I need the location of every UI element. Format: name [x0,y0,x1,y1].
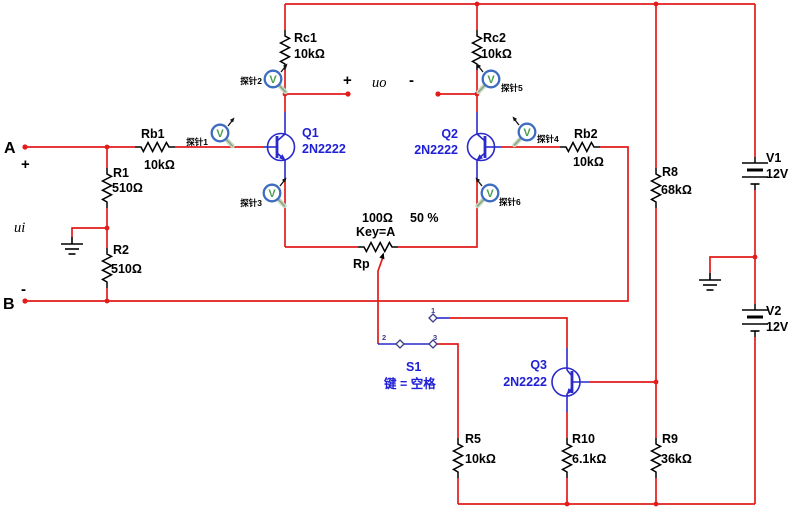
rp-wiper-arrow [379,252,385,260]
r5-value: 10kΩ [465,452,496,466]
r1-value: 510Ω [112,181,143,195]
s1-pin1-number: 1 [431,306,435,315]
v1-value: 12V [766,167,789,181]
r5-ref: R5 [465,432,481,446]
wire-rp-right[interactable] [398,179,478,248]
rc2-ref: Rc2 [483,31,506,45]
q3-collector-lead [566,369,573,377]
junction-dot [104,144,110,150]
q1-part: 2N2222 [302,142,346,156]
v2-value: 12V [766,320,789,334]
q2-ref: Q2 [441,127,458,141]
rb1-ref: Rb1 [141,127,165,141]
wires-blue [284,112,568,412]
s1-key: 键 = 空格 [383,376,436,391]
junction-dot [564,501,570,507]
junction-dot [104,225,110,231]
junction-dot [752,254,758,260]
r2-value: 510Ω [111,262,142,276]
junction-dot [653,379,659,385]
input-minus-sign: - [21,281,26,298]
rc2-value: 10kΩ [481,47,512,61]
terminal-a-dot[interactable] [22,144,28,150]
s1-pin3-number: 3 [433,333,437,342]
uo-plus-sign: + [343,72,352,89]
wire-rp-wiper[interactable] [377,256,384,344]
terminal-b-dot[interactable] [22,298,28,304]
rc1-ref: Rc1 [294,31,317,45]
junction-dot [653,1,659,7]
uo-minus-sign: - [409,72,414,89]
q3-ref: Q3 [530,358,547,372]
q2-collector-lead [476,133,486,142]
junction-dot [104,298,110,304]
wire-s1-to-q3[interactable] [449,317,568,348]
wire-s1-to-r5[interactable] [437,343,459,438]
rb1-value: 10kΩ [144,158,175,172]
input-plus-sign: + [21,156,30,173]
wire-input-b[interactable] [25,146,629,302]
probe-1-label: 探针1 [186,137,208,147]
r8-ref: R8 [662,165,678,179]
q2-emitter-arrow [476,154,483,161]
q1-emitter-arrow [279,154,286,161]
probe-4-label: 探针4 [537,134,559,144]
r10-ref: R10 [572,432,595,446]
transistor-q1[interactable] [263,132,296,162]
terminal-b-label: B [3,296,15,313]
probe-3-label: 探针3 [240,198,262,208]
probe-2-label: 探针2 [240,76,262,86]
s1-pin2-number: 2 [382,333,386,342]
r9-value: 36kΩ [661,452,692,466]
junction-dot [474,1,480,7]
rp-ref: Rp [353,257,370,271]
r9-ref: R9 [662,432,678,446]
labels: A + B - ui + uo - Rc1 10kΩ Rc2 10kΩ Rb1 … [3,31,789,466]
v1-ref: V1 [766,151,781,165]
r1-ref: R1 [113,166,129,180]
q3-part: 2N2222 [503,375,547,389]
transistor-q3[interactable] [551,367,590,397]
transistor-q2[interactable] [466,132,502,162]
ui-label: ui [14,220,25,236]
terminal-uo-plus-dot[interactable] [345,91,351,97]
probe-5-label: 探针5 [501,83,523,93]
s1-ref: S1 [406,360,421,374]
rp-setting: 50 % [410,211,439,225]
q1-ref: Q1 [302,126,319,140]
q3-emitter-arrow [566,388,573,395]
rp-value: 100Ω [362,211,393,225]
wire-ground1[interactable] [71,227,107,237]
rc1-value: 10kΩ [294,47,325,61]
terminal-uo-minus-dot[interactable] [435,91,441,97]
r8-value: 68kΩ [661,183,692,197]
uo-label: uo [372,75,387,91]
rp-key: Key=A [356,225,395,239]
q2-part: 2N2222 [414,143,458,157]
probe-6-label: 探针6 [499,197,521,207]
junction-dot [653,501,659,507]
r2-ref: R2 [113,243,129,257]
terminal-a-label: A [4,140,16,157]
wires-red [25,3,756,505]
v2-ref: V2 [766,304,781,318]
rb2-ref: Rb2 [574,127,598,141]
rb2-value: 10kΩ [573,155,604,169]
q1-collector-lead [276,133,286,142]
r10-value: 6.1kΩ [572,452,606,466]
wire-ground2[interactable] [709,256,755,273]
